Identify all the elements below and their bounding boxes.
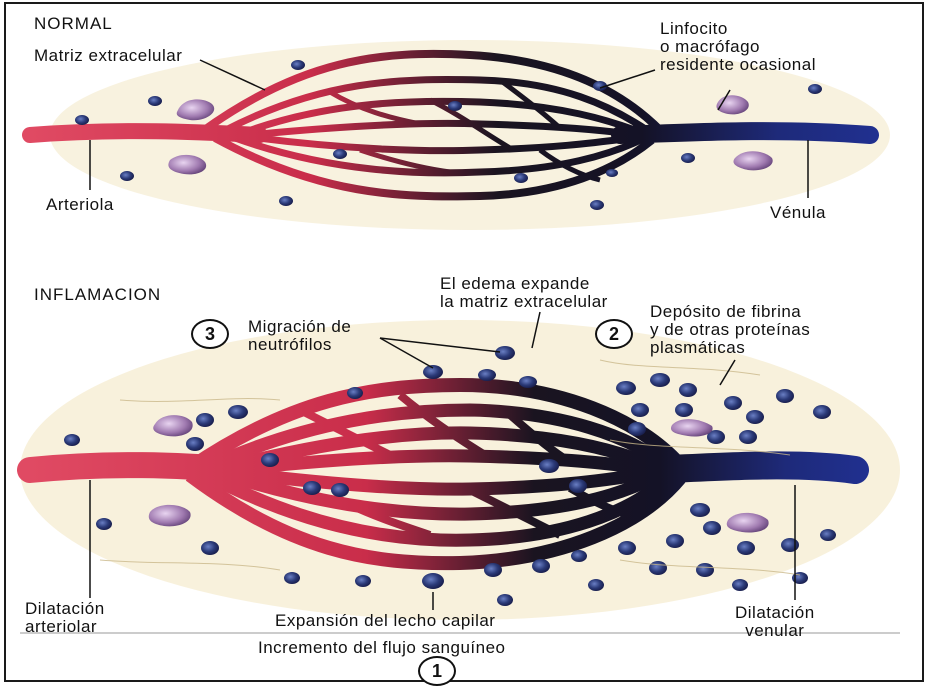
label-venula: Vénula [770,204,826,222]
label-matriz-extracelular: Matriz extracelular [34,47,182,65]
number-2-badge: 2 [595,319,633,349]
label-migracion: Migración de neutrófilos [248,318,351,354]
inflamacion-title: INFLAMACION [34,286,161,304]
migracion-line-1: Migración de [248,318,351,336]
dil-venular-line-2: venular [735,622,815,640]
migracion-line-2: neutrófilos [248,336,351,354]
number-1-badge: 1 [418,656,456,686]
label-linfocito: Linfocito o macrófago residente ocasiona… [660,20,816,74]
label-arteriola: Arteriola [46,196,114,214]
dil-arteriolar-line-2: arteriolar [25,618,105,636]
edema-line-1: El edema expande [440,275,608,293]
dil-arteriolar-line-1: Dilatación [25,600,105,618]
deposito-line-2: y de otras proteínas [650,321,810,339]
label-incremento-flujo: Incremento del flujo sanguíneo [258,639,506,657]
label-dilatacion-venular: Dilatación venular [735,604,815,640]
number-3-badge: 3 [191,319,229,349]
edema-line-2: la matriz extracelular [440,293,608,311]
linfocito-line-1: Linfocito [660,20,816,38]
normal-title: NORMAL [34,15,113,33]
label-expansion-lecho: Expansión del lecho capilar [275,612,495,630]
dil-venular-line-1: Dilatación [735,604,815,622]
label-dilatacion-arteriolar: Dilatación arteriolar [25,600,105,636]
deposito-line-1: Depósito de fibrina [650,303,810,321]
label-edema: El edema expande la matriz extracelular [440,275,608,311]
linfocito-line-3: residente ocasional [660,56,816,74]
label-deposito: Depósito de fibrina y de otras proteínas… [650,303,810,357]
linfocito-line-2: o macrófago [660,38,816,56]
deposito-line-3: plasmáticas [650,339,810,357]
